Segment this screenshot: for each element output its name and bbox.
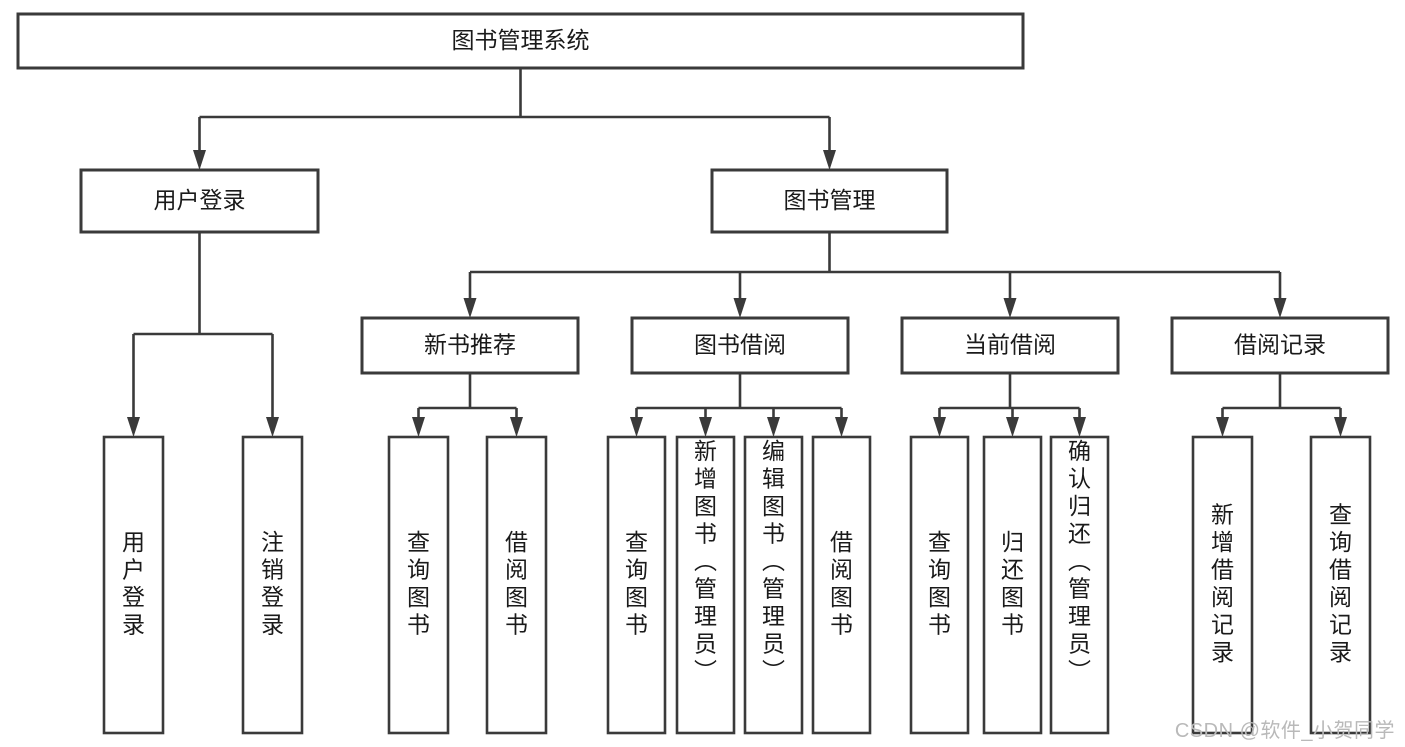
arrow-head-icon — [412, 417, 425, 437]
arrow-head-icon — [1216, 417, 1229, 437]
node-label: 归还图书 — [1001, 529, 1024, 638]
node-label: 图书管理 — [784, 187, 876, 213]
node-box — [710, 168, 949, 234]
node-label: 查询图书 — [928, 529, 951, 638]
node-box — [16, 12, 1025, 70]
node-label: 借阅图书 — [505, 529, 528, 638]
node-label: 查询借阅记录 — [1329, 502, 1352, 666]
node-label: 借阅图书 — [830, 529, 853, 638]
node-leaf-bb-borrow[interactable]: 借阅图书 — [811, 435, 872, 735]
node-box — [900, 316, 1120, 375]
node-label: 确认归还︵管理员︶ — [1068, 438, 1091, 684]
node-box — [102, 435, 165, 735]
arrow-head-icon — [193, 150, 206, 170]
node-label: 编辑图书︵管理员︶ — [762, 438, 785, 684]
arrow-head-icon — [1003, 298, 1017, 318]
node-box — [630, 316, 850, 375]
node-box — [606, 435, 667, 735]
arrow-head-icon — [1334, 417, 1347, 437]
arrow-head-icon — [767, 417, 780, 437]
arrow-head-icon — [630, 417, 643, 437]
edges-layer — [127, 68, 1347, 437]
node-label: 图书借阅 — [694, 332, 786, 358]
node-box — [811, 435, 872, 735]
arrow-head-icon — [933, 417, 946, 437]
node-leaf-nb-borrow[interactable]: 借阅图书 — [485, 435, 548, 735]
node-label: 查询图书 — [407, 529, 430, 638]
node-current-borrow[interactable]: 当前借阅 — [900, 316, 1120, 375]
node-box — [982, 435, 1043, 735]
node-label: 新增图书︵管理员︶ — [694, 438, 717, 684]
node-box — [1049, 435, 1110, 735]
arrow-head-icon — [510, 417, 523, 437]
node-label: 用户登录 — [122, 529, 145, 638]
node-box — [1191, 435, 1254, 735]
node-label: 当前借阅 — [964, 332, 1056, 358]
node-box — [485, 435, 548, 735]
node-label: 注销登录 — [261, 529, 284, 638]
node-label: 新书推荐 — [424, 332, 516, 358]
node-box — [360, 316, 580, 375]
node-new-book-rec[interactable]: 新书推荐 — [360, 316, 580, 375]
node-leaf-logout[interactable]: 注销登录 — [241, 435, 304, 735]
arrow-head-icon — [1273, 298, 1287, 318]
node-leaf-user-login[interactable]: 用户登录 — [102, 435, 165, 735]
arrow-head-icon — [823, 150, 836, 170]
node-box — [675, 435, 736, 735]
node-label: 查询图书 — [625, 529, 648, 638]
node-root[interactable]: 图书管理系统 — [16, 12, 1025, 70]
node-leaf-nb-query[interactable]: 查询图书 — [387, 435, 450, 735]
node-leaf-bb-query[interactable]: 查询图书 — [606, 435, 667, 735]
arrow-head-icon — [733, 298, 747, 318]
arrow-head-icon — [699, 417, 712, 437]
node-label: 新增借阅记录 — [1211, 502, 1234, 666]
node-leaf-br-add[interactable]: 新增借阅记录 — [1191, 435, 1254, 735]
node-box — [1170, 316, 1390, 375]
node-box — [909, 435, 970, 735]
node-book-mgmt[interactable]: 图书管理 — [710, 168, 949, 234]
node-borrow-record[interactable]: 借阅记录 — [1170, 316, 1390, 375]
node-leaf-cb-query[interactable]: 查询图书 — [909, 435, 970, 735]
node-leaf-br-query[interactable]: 查询借阅记录 — [1309, 435, 1372, 735]
node-label: 图书管理系统 — [452, 27, 590, 53]
arrow-head-icon — [266, 417, 279, 437]
node-box — [743, 435, 804, 735]
node-leaf-cb-return[interactable]: 归还图书 — [982, 435, 1043, 735]
node-label: 用户登录 — [154, 187, 246, 213]
arrow-head-icon — [127, 417, 140, 437]
arrow-head-icon — [1006, 417, 1019, 437]
node-leaf-bb-edit[interactable]: 编辑图书︵管理员︶ — [743, 435, 804, 735]
node-box — [79, 168, 320, 234]
node-book-borrow[interactable]: 图书借阅 — [630, 316, 850, 375]
node-leaf-cb-confirm[interactable]: 确认归还︵管理员︶ — [1049, 435, 1110, 735]
arrow-head-icon — [835, 417, 848, 437]
node-label: 借阅记录 — [1234, 332, 1326, 358]
node-leaf-bb-add[interactable]: 新增图书︵管理员︶ — [675, 435, 736, 735]
arrow-head-icon — [463, 298, 477, 318]
node-box — [387, 435, 450, 735]
node-box — [1309, 435, 1372, 735]
nodes-layer: 图书管理系统用户登录图书管理新书推荐图书借阅当前借阅借阅记录用户登录注销登录查询… — [16, 12, 1390, 735]
node-box — [241, 435, 304, 735]
arrow-head-icon — [1073, 417, 1086, 437]
node-user-login[interactable]: 用户登录 — [79, 168, 320, 234]
